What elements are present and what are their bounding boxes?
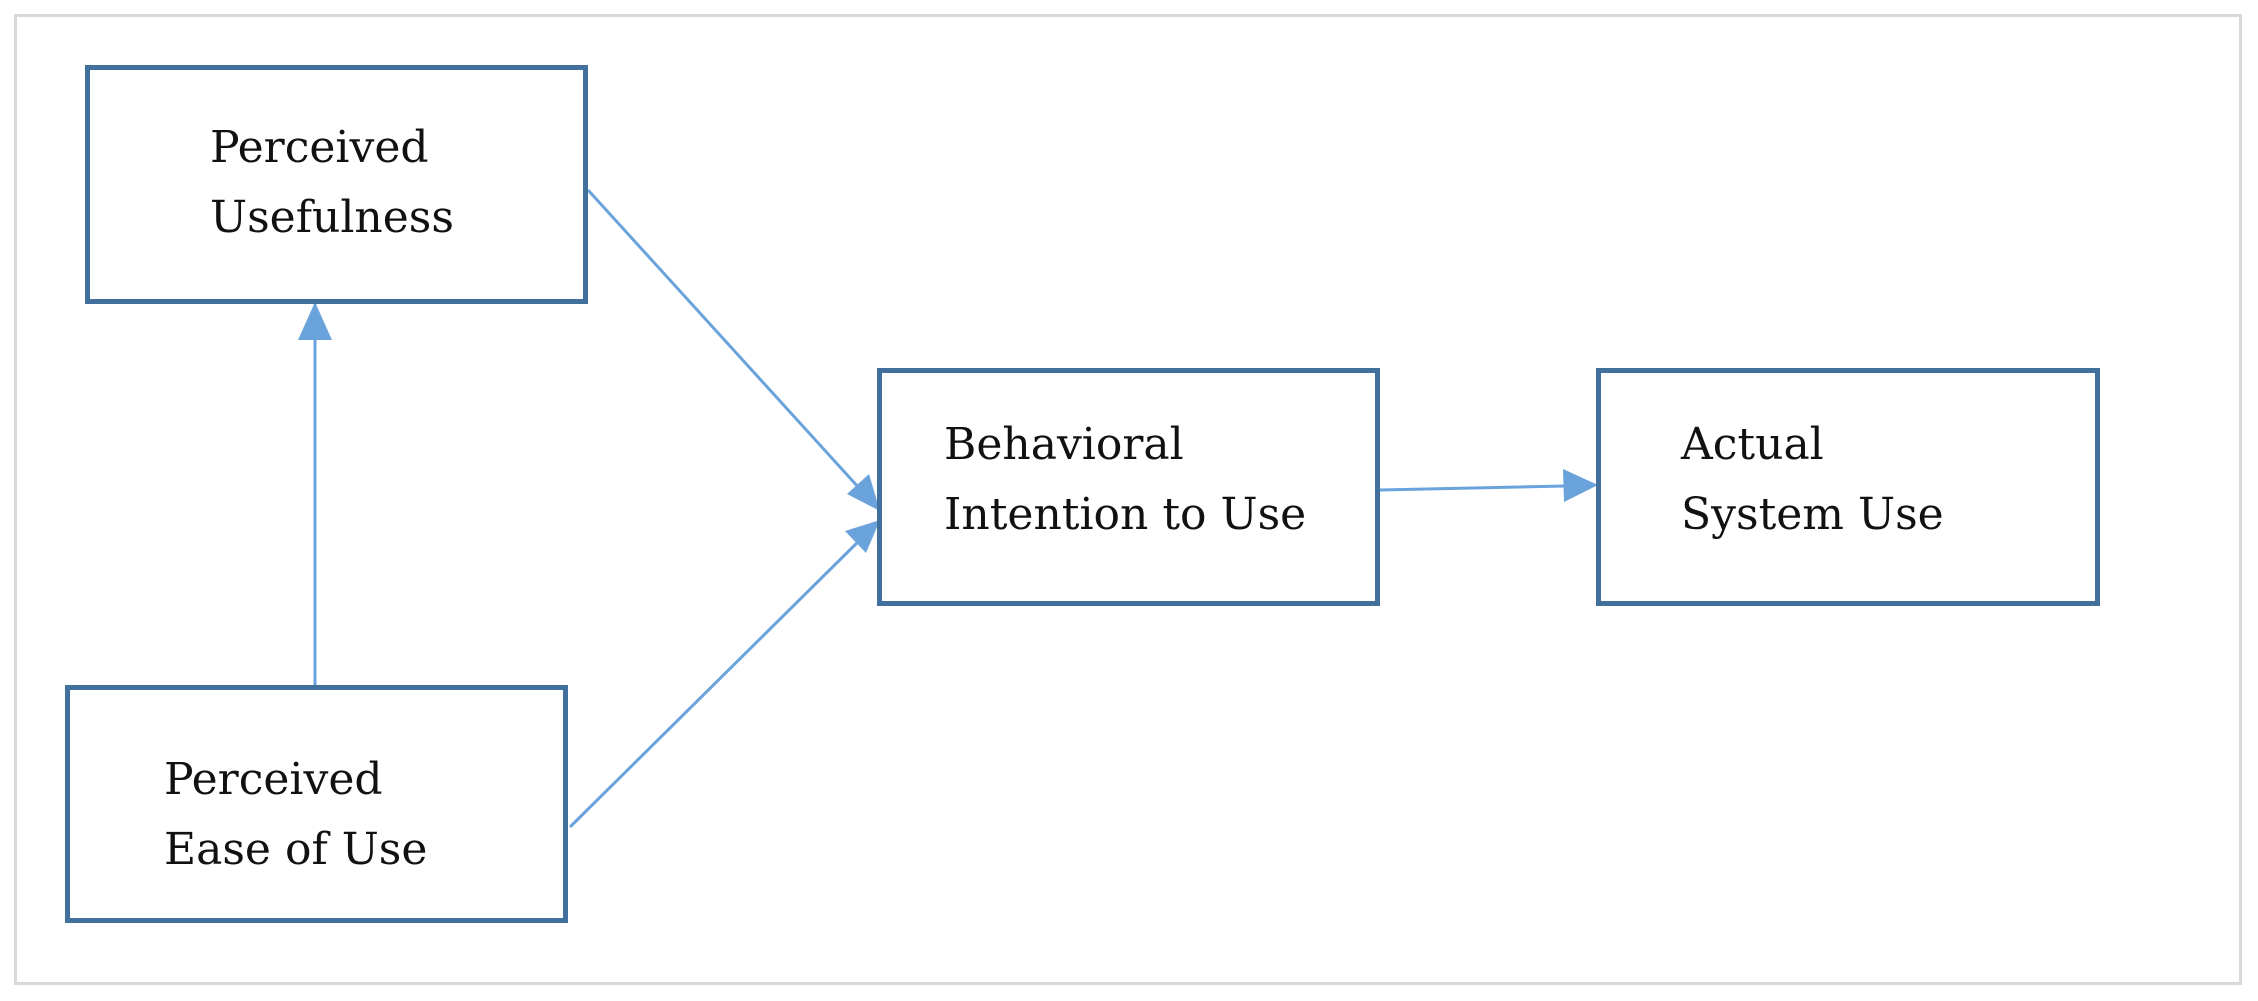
node-behavioral-intention-line1: Behavioral bbox=[944, 419, 1184, 470]
node-actual-system-use-line2: System Use bbox=[1681, 489, 1944, 540]
node-behavioral-intention-label: Behavioral Intention to Use bbox=[944, 410, 1306, 550]
node-perceived-ease-of-use: Perceived Ease of Use bbox=[65, 685, 568, 923]
node-perceived-ease-of-use-label: Perceived Ease of Use bbox=[164, 745, 427, 885]
node-perceived-ease-of-use-line2: Ease of Use bbox=[164, 824, 428, 875]
node-actual-system-use-label: Actual System Use bbox=[1681, 410, 1944, 550]
node-perceived-usefulness-label: Perceived Usefulness bbox=[210, 113, 454, 253]
diagram-frame bbox=[14, 14, 2242, 985]
node-perceived-usefulness-line1: Perceived bbox=[210, 122, 429, 173]
node-perceived-usefulness-line2: Usefulness bbox=[210, 192, 454, 243]
node-actual-system-use: Actual System Use bbox=[1596, 368, 2100, 606]
node-behavioral-intention: Behavioral Intention to Use bbox=[877, 368, 1380, 606]
node-behavioral-intention-line2: Intention to Use bbox=[944, 489, 1307, 540]
node-actual-system-use-line1: Actual bbox=[1681, 419, 1824, 470]
node-perceived-usefulness: Perceived Usefulness bbox=[85, 65, 588, 304]
node-perceived-ease-of-use-line1: Perceived bbox=[164, 754, 383, 805]
